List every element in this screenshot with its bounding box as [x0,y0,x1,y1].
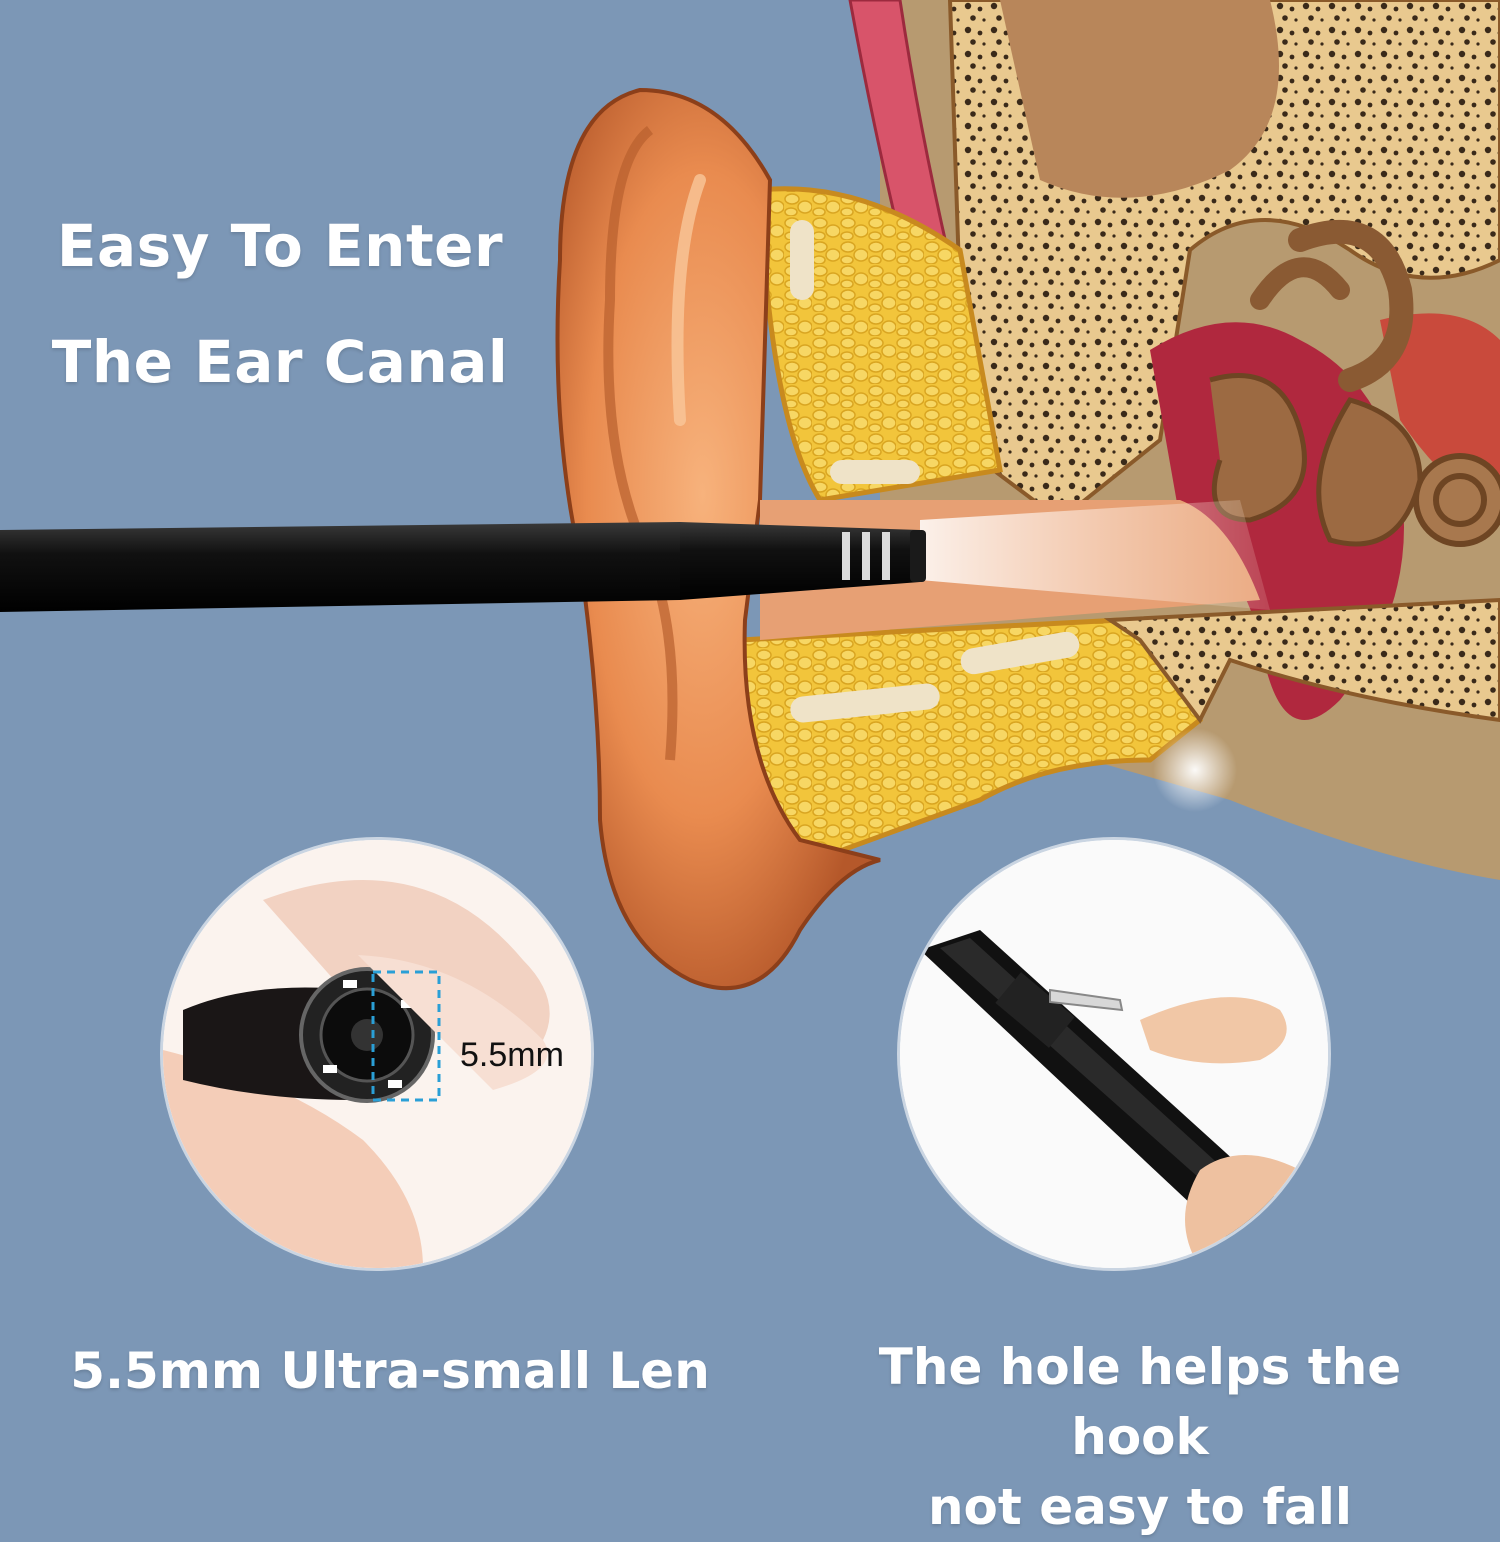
ear-anatomy-illustration [0,0,1500,991]
lens-dimension-label: 5.5mm [460,1036,564,1074]
headline-line-1: Easy To Enter [56,212,504,280]
lens-closeup-photo [163,840,591,1268]
hook-caption-line-1: The hole helps the hook [878,1338,1402,1466]
lens-caption: 5.5mm Ultra-small Len [70,1342,710,1400]
hook-closeup-photo [900,840,1328,1268]
hook-caption-line-2: not easy to fall [927,1478,1353,1536]
headline-line-2: The Ear Canal [51,328,509,396]
hook-caption: The hole helps the hook not easy to fall [820,1332,1460,1542]
